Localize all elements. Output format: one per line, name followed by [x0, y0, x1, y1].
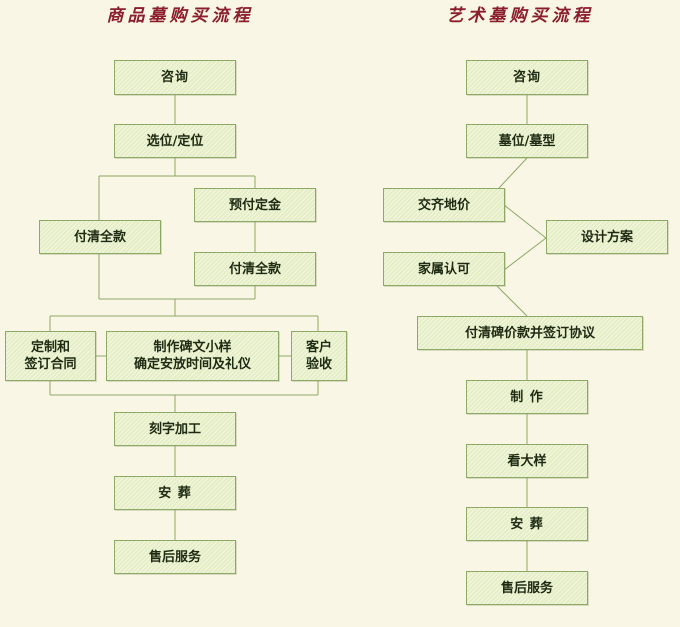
right-pay-sign-box[interactable]: 付清碑价款并签订协议: [417, 316, 643, 350]
right-burial-box[interactable]: 安 葬: [466, 507, 588, 541]
left-select-position-box[interactable]: 选位/定位: [114, 124, 236, 158]
left-burial-box[interactable]: 安 葬: [114, 476, 236, 510]
left-pay-full-box-a[interactable]: 付清全款: [39, 220, 161, 254]
left-after-sales-box[interactable]: 售后服务: [114, 540, 236, 574]
right-pay-land-box[interactable]: 交齐地价: [383, 188, 505, 222]
left-pay-full-box-b[interactable]: 付清全款: [194, 252, 316, 286]
left-engraving-box[interactable]: 刻字加工: [114, 412, 236, 446]
left-flow-title: 商品墓购买流程: [106, 6, 254, 26]
left-inscription-box[interactable]: 制作碑文小样 确定安放时间及礼仪: [106, 331, 279, 381]
right-make-box[interactable]: 制 作: [466, 380, 588, 414]
left-acceptance-box[interactable]: 客户 验收: [291, 331, 347, 381]
left-contract-box[interactable]: 定制和 签订合同: [5, 331, 96, 381]
right-after-sales-box[interactable]: 售后服务: [466, 571, 588, 605]
right-sample-box[interactable]: 看大样: [466, 444, 588, 478]
left-prepay-deposit-box[interactable]: 预付定金: [194, 188, 316, 222]
right-design-box[interactable]: 设计方案: [546, 220, 668, 254]
right-plot-type-box[interactable]: 墓位/墓型: [466, 124, 588, 158]
right-flow-title: 艺术墓购买流程: [446, 6, 594, 26]
left-consult-box[interactable]: 咨询: [114, 60, 236, 95]
right-family-approve-box[interactable]: 家属认可: [383, 252, 505, 286]
right-consult-box[interactable]: 咨询: [466, 60, 588, 95]
